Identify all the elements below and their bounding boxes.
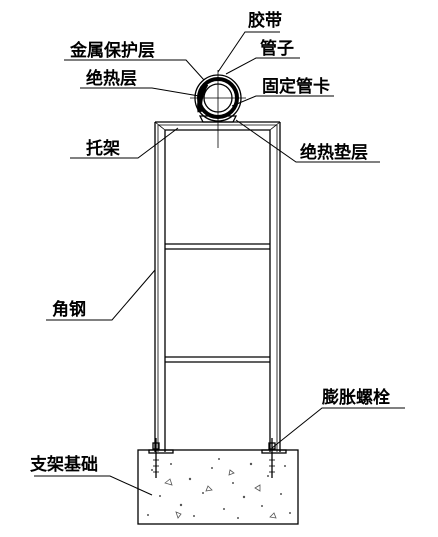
left-expansion-bolt: [152, 438, 160, 478]
right-base-plate: [261, 449, 287, 454]
left-angle-steel-leg: [154, 122, 166, 452]
label-pipe-clamp: 固定管卡: [262, 76, 330, 97]
right-angle-steel-leg: [269, 122, 281, 452]
label-pipe: 管子: [260, 38, 294, 59]
label-angle-steel: 角钢: [52, 299, 86, 320]
label-support-base: 支架基础: [30, 454, 98, 475]
cross-bar-lower: [165, 356, 270, 363]
top-bracket-beam: [154, 121, 281, 131]
insulated-pipe: [190, 70, 246, 148]
left-base-plate: [148, 449, 174, 454]
cross-bar-upper: [165, 243, 270, 250]
label-insulation-pad: 绝热垫层: [300, 142, 368, 163]
leader-lines: [34, 31, 405, 496]
label-insulation: 绝热层: [86, 68, 137, 89]
label-expansion-bolt: 膨胀螺栓: [322, 387, 390, 408]
label-tape: 胶带: [248, 10, 282, 31]
concrete-speckles: [147, 458, 291, 519]
label-bracket: 托架: [86, 138, 120, 159]
label-metal-jacket: 金属保护层: [69, 40, 155, 61]
concrete-foundation: [137, 449, 299, 525]
